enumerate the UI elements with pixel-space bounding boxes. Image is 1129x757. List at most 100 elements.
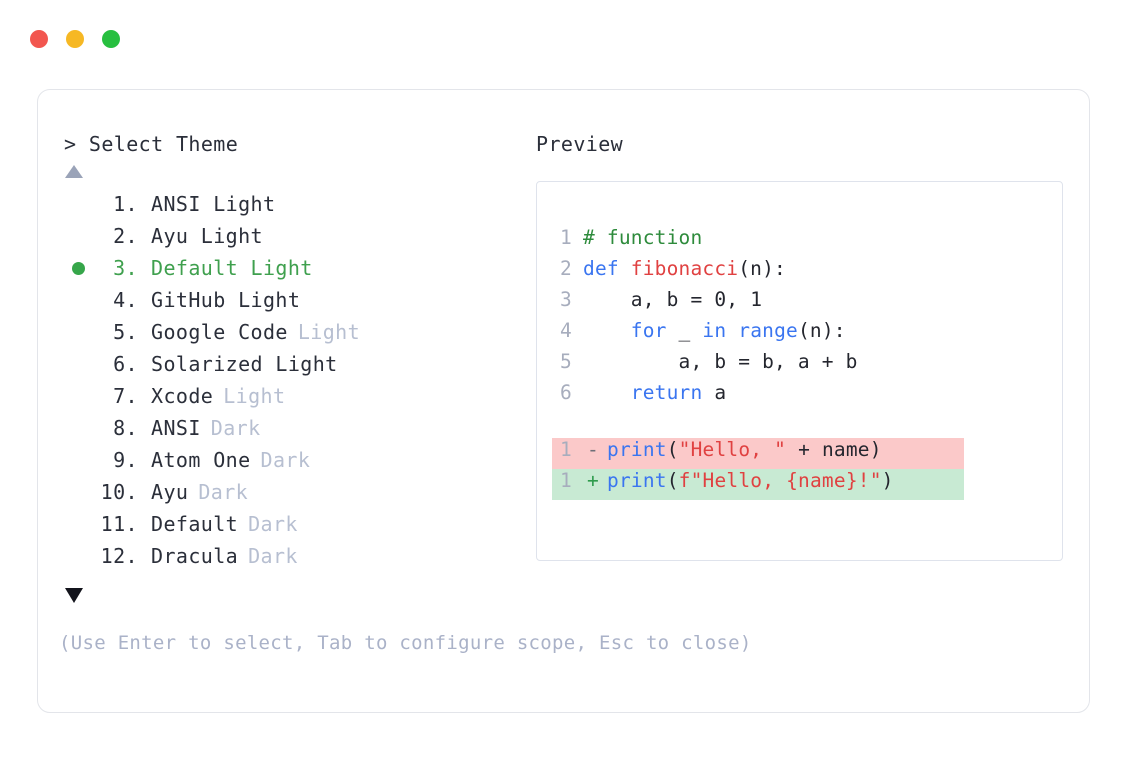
theme-list-item[interactable]: 10. Ayu Dark [64, 476, 534, 508]
theme-item-index: 5. [113, 320, 138, 344]
code-token: ) [881, 469, 894, 492]
theme-item-index: 6. [113, 352, 138, 376]
theme-list-item[interactable]: 4.GitHub Light [64, 284, 534, 316]
code-token: range [738, 319, 798, 342]
theme-list-item[interactable]: 11. Default Dark [64, 508, 534, 540]
code-token: "Hello, " [678, 438, 787, 461]
theme-item-tag: Dark [198, 480, 249, 504]
code-line: 1 # function [552, 226, 1062, 257]
scroll-down-icon[interactable] [65, 588, 83, 603]
code-token: print [607, 438, 667, 461]
code-token: 1 [750, 288, 763, 311]
code-token [583, 319, 631, 342]
theme-list-item[interactable]: 3. Default Light [64, 252, 534, 284]
theme-item-name: Atom One [151, 448, 251, 472]
theme-item-name: Default Light [151, 256, 313, 280]
line-number: 1 [560, 469, 572, 492]
code-token: in [702, 319, 727, 342]
code-token: a, b = b, a + b [583, 350, 858, 373]
theme-item-name: GitHub Light [151, 288, 301, 312]
diff-added-line: 1+print(f"Hello, {name}!") [552, 469, 964, 500]
diff-minus-icon: - [587, 438, 599, 461]
line-number: 5 [560, 350, 572, 373]
theme-item-index: 11. [100, 512, 138, 536]
code-token [583, 381, 631, 404]
diff-removed-line: 1-print("Hello, " + name) [552, 438, 964, 469]
theme-item-tag: Dark [248, 512, 298, 536]
code-gap [537, 412, 1062, 438]
theme-list-item[interactable]: 6. Solarized Light [64, 348, 534, 380]
code-line: 5 a, b = b, a + b [552, 350, 1062, 381]
code-token: _ [666, 319, 703, 342]
theme-item-index: 8. [113, 416, 138, 440]
code-token: return [630, 381, 703, 404]
theme-item-index: 10. [100, 480, 138, 504]
page-title: > Select Theme [64, 132, 239, 156]
scroll-up-icon[interactable] [65, 165, 83, 178]
line-number: 6 [560, 381, 572, 404]
theme-item-index: 7. [113, 384, 138, 408]
code-token: # function [583, 226, 703, 249]
code-token: (n): [738, 257, 786, 280]
code-token: ( [666, 469, 679, 492]
line-number: 2 [560, 257, 572, 280]
code-token: def [583, 257, 631, 280]
code-token: f"Hello, {name}!" [678, 469, 882, 492]
code-token: a, b = [583, 288, 715, 311]
theme-item-tag: Dark [210, 416, 261, 440]
minimize-button[interactable] [66, 30, 84, 48]
code-token: + name) [786, 438, 882, 461]
theme-item-name: Default [151, 512, 239, 536]
theme-item-name: ANSI [151, 416, 201, 440]
line-number: 1 [560, 438, 572, 461]
theme-item-name: ANSI Light [151, 192, 276, 216]
theme-item-tag: Dark [248, 544, 298, 568]
code-line: 2 def fibonacci(n): [552, 257, 1062, 288]
theme-item-name: Solarized Light [151, 352, 338, 376]
theme-item-name: Dracula [151, 544, 239, 568]
diff-block: 1-print("Hello, " + name)1+print(f"Hello… [537, 438, 1062, 500]
theme-list-item[interactable]: 8. ANSI Dark [64, 412, 534, 444]
preview-label: Preview [536, 132, 624, 156]
selected-bullet-icon [64, 261, 92, 275]
diff-plus-icon: + [587, 469, 599, 492]
theme-list-item[interactable]: 5. Google Code Light [64, 316, 534, 348]
theme-list-item[interactable]: 2.Ayu Light [64, 220, 534, 252]
theme-item-index: 3. [113, 256, 138, 280]
code-line: 3 a, b = 0, 1 [552, 288, 1062, 319]
code-token: , [726, 288, 751, 311]
selected-indicator-dot [71, 261, 85, 275]
theme-item-tag: Light [297, 320, 361, 344]
theme-list-item[interactable]: 12. Dracula Dark [64, 540, 534, 572]
theme-item-name: Ayu [151, 480, 189, 504]
code-token: for [630, 319, 667, 342]
theme-item-tag: Dark [260, 448, 311, 472]
code-token: fibonacci [630, 257, 739, 280]
code-token: 0 [714, 288, 727, 311]
theme-list-item[interactable]: 1.ANSI Light [64, 188, 534, 220]
line-number: 1 [560, 226, 572, 249]
theme-list-item[interactable]: 7. Xcode Light [64, 380, 534, 412]
maximize-button[interactable] [102, 30, 120, 48]
line-number: 3 [560, 288, 572, 311]
close-button[interactable] [30, 30, 48, 48]
theme-item-name: Google Code [151, 320, 288, 344]
line-number: 4 [560, 319, 572, 342]
theme-item-index: 12. [100, 544, 138, 568]
keyboard-hint: (Use Enter to select, Tab to configure s… [59, 632, 752, 654]
code-line: 4 for _ in range(n): [552, 319, 1062, 350]
code-token: ( [666, 438, 679, 461]
theme-item-tag: Light [223, 384, 286, 408]
window-controls [30, 30, 120, 48]
code-token: a [702, 381, 727, 404]
theme-item-name: Ayu Light [151, 224, 263, 248]
theme-item-name: Xcode [151, 384, 214, 408]
code-token: (n): [797, 319, 846, 342]
